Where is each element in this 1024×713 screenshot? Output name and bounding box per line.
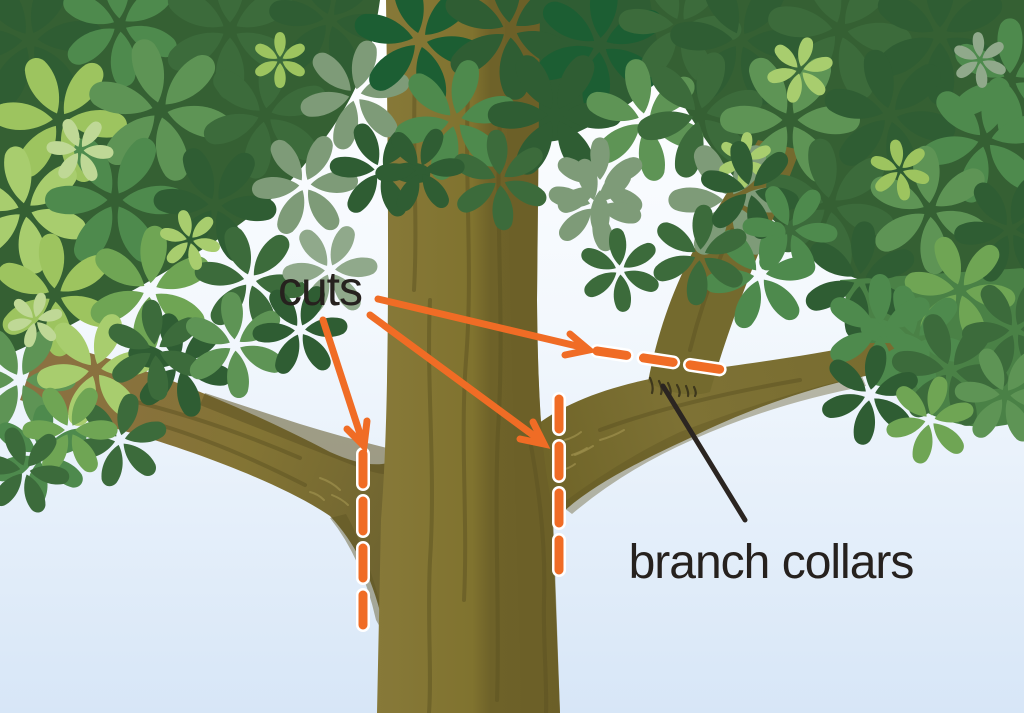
cuts-arrow-upper-icon: [374, 295, 597, 359]
cuts-arrow-middle-icon: [366, 311, 551, 449]
cut-mark-upper-branch: [590, 344, 738, 378]
branch-collar-marks: [648, 376, 697, 398]
branch-collars-pointer-line: [660, 383, 748, 523]
branch-collars-label: branch collars: [629, 536, 914, 589]
annotations: cuts branch collars: [278, 263, 914, 639]
cuts-label: cuts: [278, 263, 362, 316]
cuts-arrows: [319, 295, 597, 454]
cuts-arrow-left-icon: [319, 316, 371, 454]
